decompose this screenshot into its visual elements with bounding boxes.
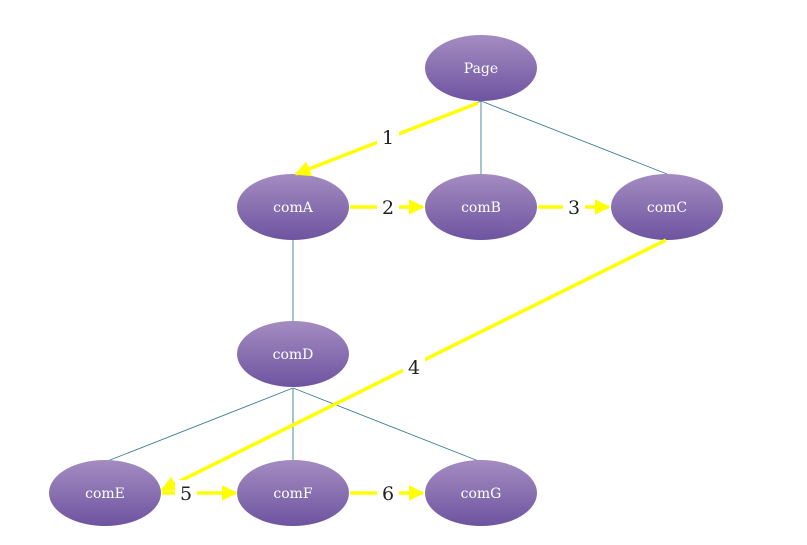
- step-1-label: 1: [382, 127, 394, 149]
- node-comf-shape: [237, 460, 349, 526]
- step-4-label-bg: [403, 354, 425, 380]
- step-6-label: 6: [382, 483, 394, 505]
- edge-page-comc: [480, 100, 668, 175]
- step-5-label: 5: [180, 483, 192, 505]
- node-comd-shape: [237, 321, 349, 387]
- node-comb-shape: [425, 174, 537, 240]
- node-come[interactable]: comE: [49, 460, 161, 526]
- step-6: 6: [350, 480, 425, 506]
- node-page-label: Page: [464, 61, 498, 77]
- node-comc[interactable]: comC: [611, 174, 723, 240]
- step-3: 3: [538, 194, 611, 220]
- node-coma-shape: [237, 174, 349, 240]
- node-come-shape: [49, 460, 161, 526]
- edge-comd-come: [104, 387, 294, 463]
- node-comd-label: comD: [273, 347, 314, 363]
- node-come-label: comE: [85, 486, 125, 502]
- step-5-label-bg: [175, 480, 197, 506]
- node-page[interactable]: Page: [425, 35, 537, 101]
- step-4-label: 4: [408, 357, 420, 379]
- step-1-label-bg: [377, 124, 399, 150]
- node-comb[interactable]: comB: [425, 174, 537, 240]
- node-comb-label: comB: [461, 200, 501, 216]
- step-2-label-bg: [377, 194, 399, 220]
- node-comg-shape: [425, 460, 537, 526]
- node-coma-label: comA: [273, 200, 314, 216]
- step-4: 4: [160, 238, 667, 492]
- step-5: 5: [162, 480, 238, 506]
- node-comf-label: comF: [273, 486, 313, 502]
- node-comc-shape: [611, 174, 723, 240]
- step-3-label-bg: [563, 194, 585, 220]
- node-page-shape: [425, 35, 537, 101]
- edge-comd-comg: [292, 387, 482, 463]
- node-comg-label: comG: [461, 486, 502, 502]
- node-coma[interactable]: comA: [237, 174, 349, 240]
- node-comf[interactable]: comF: [237, 460, 349, 526]
- step-1: 1: [294, 101, 479, 177]
- step-2: 2: [350, 194, 425, 220]
- step-3-label: 3: [568, 197, 580, 219]
- node-comg[interactable]: comG: [425, 460, 537, 526]
- step-6-label-bg: [377, 480, 399, 506]
- node-comc-label: comC: [647, 200, 687, 216]
- step-2-label: 2: [382, 197, 394, 219]
- node-comd[interactable]: comD: [237, 321, 349, 387]
